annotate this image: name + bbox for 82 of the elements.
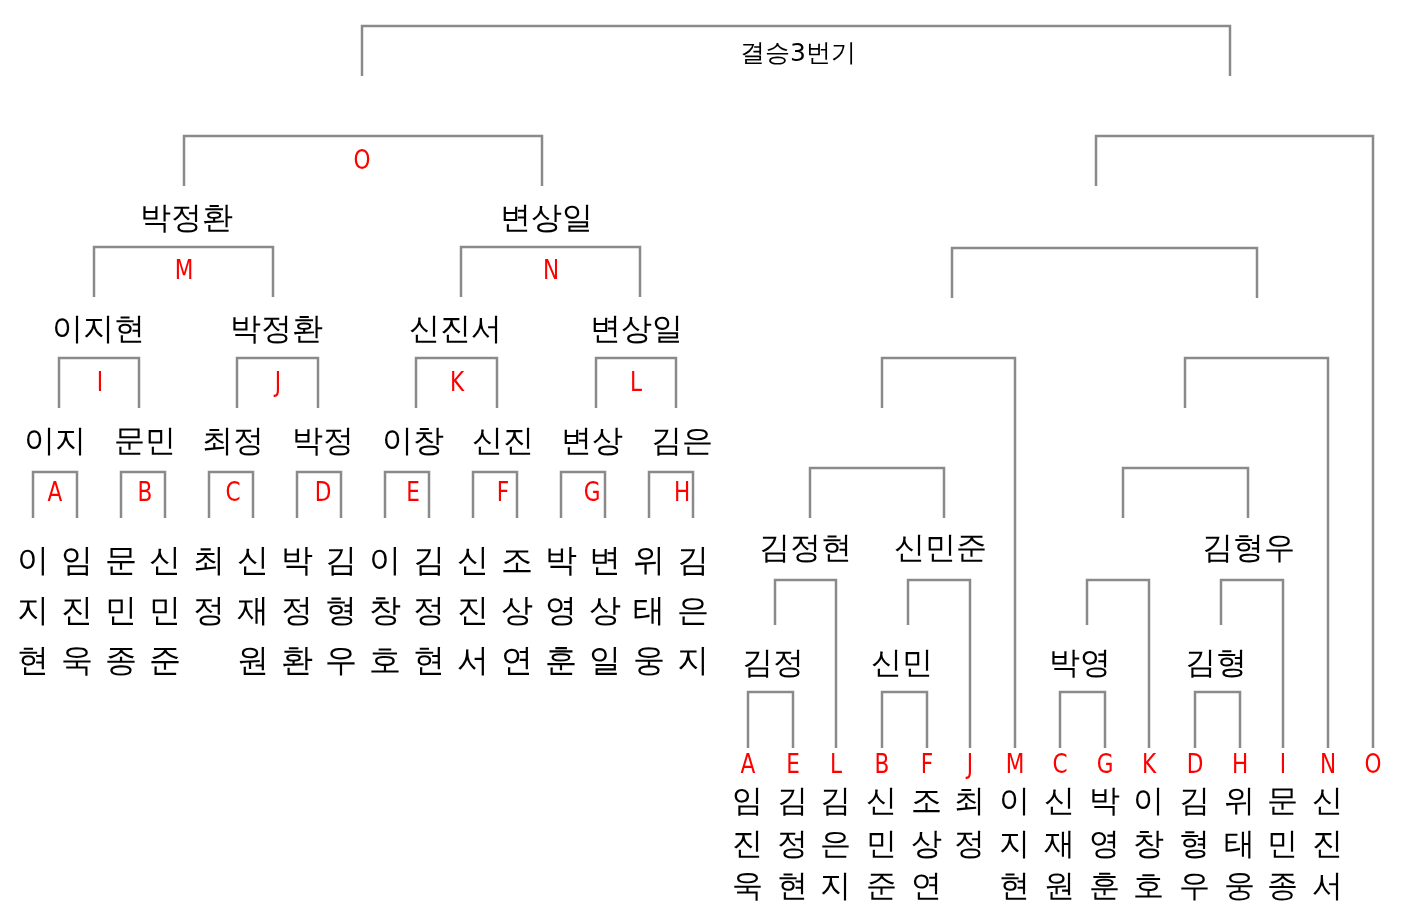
player-name: 박정환: [139, 199, 233, 235]
match-letter: L: [630, 367, 642, 397]
match-letter: I: [96, 367, 104, 397]
player-name: 이지현: [16, 540, 50, 681]
player-name: 김정현: [758, 529, 852, 565]
match-letter: K: [449, 367, 465, 397]
match-letter: F: [496, 477, 510, 507]
player-name: 김정현: [412, 540, 446, 681]
player-name: 최정: [953, 781, 987, 863]
player-name: 김은: [651, 422, 713, 458]
match-letter: C: [1052, 749, 1068, 779]
player-name: 김형우: [1178, 781, 1212, 905]
match-letter: M: [1005, 749, 1025, 779]
match-letter: B: [137, 477, 153, 507]
player-name: 이지현: [998, 781, 1032, 905]
match-letter: G: [583, 477, 601, 507]
match-letter: J: [966, 749, 974, 779]
match-letter: H: [673, 477, 691, 507]
match-letter: M: [174, 255, 194, 285]
player-name: 김형우: [1201, 529, 1295, 565]
player-name: 이지현: [51, 310, 145, 346]
player-name: 박영훈: [1088, 781, 1122, 905]
player-name: 김형: [1185, 644, 1247, 680]
match-letter: I: [1279, 749, 1287, 779]
player-name: 최정: [202, 422, 264, 458]
player-name: 김은지: [676, 540, 710, 681]
player-name: 변상일: [589, 310, 683, 346]
player-name: 김정: [742, 644, 804, 680]
player-name: 김형우: [324, 540, 358, 681]
player-name: 김정현: [776, 781, 810, 905]
player-name: 신진서: [1311, 781, 1345, 905]
player-name: 김은지: [819, 781, 853, 905]
player-name: 박정환: [229, 310, 323, 346]
player-name: 문민종: [1266, 781, 1300, 905]
player-name: 박영훈: [544, 540, 578, 681]
player-name: 신민: [871, 644, 933, 680]
match-letter: K: [1141, 749, 1157, 779]
player-name: 변상: [561, 422, 623, 458]
match-letter: O: [353, 145, 371, 175]
player-name: 변상일: [499, 199, 593, 235]
match-letter: D: [1186, 749, 1204, 779]
player-name: 이창호: [1132, 781, 1166, 905]
match-letter: H: [1231, 749, 1249, 779]
player-name: 박정: [292, 422, 354, 458]
match-letter: J: [274, 367, 282, 397]
match-letter: D: [314, 477, 332, 507]
player-name: 이창: [382, 422, 444, 458]
player-name: 신진: [472, 422, 534, 458]
match-letter: B: [874, 749, 890, 779]
player-name: 문민종: [104, 540, 138, 681]
player-name: 이지: [24, 422, 86, 458]
player-name: 신민준: [148, 540, 182, 681]
title: 결승3번기: [740, 39, 856, 67]
player-name: 이창호: [368, 540, 402, 681]
match-letter: A: [47, 477, 63, 507]
match-letter: E: [406, 477, 420, 507]
player-name: 신재원: [1043, 781, 1077, 905]
player-name: 최정: [192, 540, 226, 631]
match-letter: O: [1364, 749, 1382, 779]
match-letter: A: [740, 749, 756, 779]
player-name: 신진서: [408, 310, 502, 346]
player-name: 신재원: [236, 540, 270, 681]
player-name: 조상연: [500, 540, 534, 681]
player-name: 임진욱: [60, 540, 94, 681]
player-name: 위태웅: [1223, 781, 1257, 905]
match-letter: N: [542, 255, 560, 285]
player-name: 박정환: [280, 540, 314, 681]
player-name: 신민준: [893, 529, 987, 565]
player-name: 변상일: [588, 540, 622, 681]
player-name: 문민: [114, 422, 176, 458]
player-name: 신민준: [865, 781, 899, 905]
player-name: 박영: [1049, 644, 1111, 680]
match-letter: E: [786, 749, 800, 779]
match-letter: G: [1096, 749, 1114, 779]
match-letter: F: [920, 749, 934, 779]
player-name: 조상연: [910, 781, 944, 905]
player-name: 신진서: [456, 540, 490, 681]
match-letter: L: [830, 749, 842, 779]
player-name: 위태웅: [632, 540, 666, 681]
match-letter: N: [1319, 749, 1337, 779]
player-name: 임진욱: [731, 781, 765, 905]
match-letter: C: [225, 477, 241, 507]
